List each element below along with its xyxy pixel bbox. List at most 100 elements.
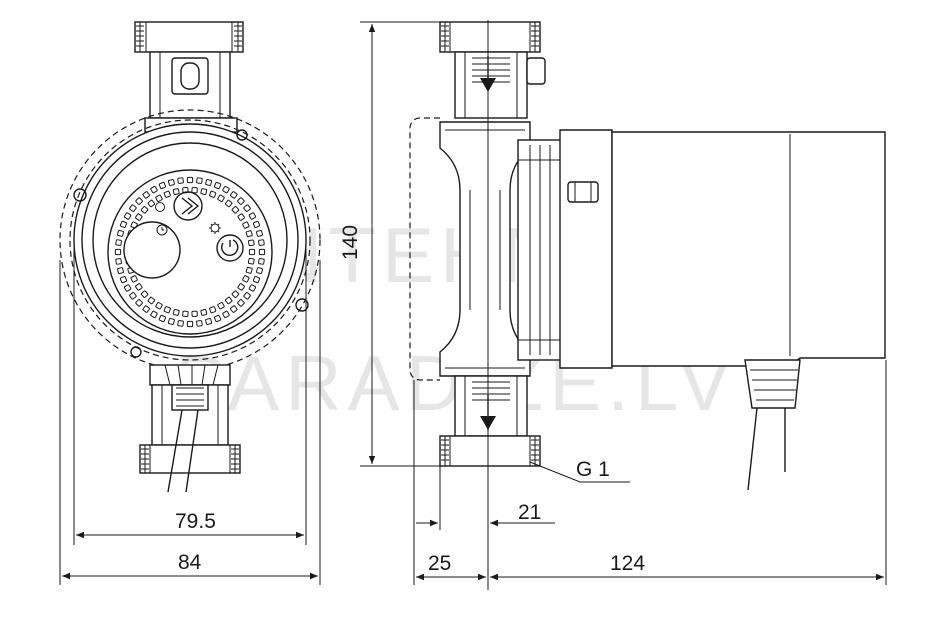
led-segment bbox=[167, 318, 175, 325]
side-view: 140 bbox=[339, 20, 887, 590]
led-segment bbox=[117, 267, 124, 275]
dim-outer-width: 84 bbox=[178, 551, 202, 574]
led-segment bbox=[217, 194, 225, 202]
led-segment bbox=[182, 310, 189, 318]
side-bottom-nut bbox=[439, 375, 541, 467]
led-segment bbox=[115, 239, 122, 246]
led-segment bbox=[209, 190, 217, 198]
led-segment bbox=[247, 239, 255, 247]
led-segment bbox=[135, 197, 143, 205]
led-segment bbox=[247, 257, 255, 265]
clock-icon bbox=[156, 224, 168, 236]
led-segment bbox=[258, 239, 265, 246]
led-segment bbox=[150, 185, 158, 194]
thread-label: G 1 bbox=[576, 458, 610, 481]
led-segment bbox=[135, 213, 143, 221]
led-segment bbox=[200, 308, 208, 316]
led-segment bbox=[252, 276, 261, 284]
led-segment bbox=[117, 229, 124, 237]
led-segment bbox=[140, 290, 149, 298]
led-segment bbox=[140, 206, 149, 214]
motor-flange bbox=[517, 139, 564, 361]
led-segment bbox=[186, 176, 194, 184]
motor-housing bbox=[559, 129, 886, 369]
led-segment bbox=[252, 220, 261, 228]
led-segment bbox=[114, 248, 122, 256]
led-segment bbox=[155, 302, 163, 310]
led-segment bbox=[245, 266, 253, 274]
led-segment bbox=[224, 296, 233, 305]
led-segment bbox=[147, 296, 156, 305]
led-segment bbox=[177, 320, 184, 327]
led-segment bbox=[248, 212, 257, 220]
led-segment bbox=[214, 314, 222, 323]
power-cycle-icon bbox=[216, 234, 244, 262]
led-segment bbox=[163, 306, 171, 314]
led-segment bbox=[191, 310, 198, 318]
led-segment bbox=[186, 320, 194, 328]
housing-outline-inner bbox=[69, 119, 311, 361]
led-segment bbox=[205, 179, 213, 186]
led-segment bbox=[119, 220, 128, 228]
led-segment bbox=[243, 292, 251, 300]
gear-icon bbox=[209, 222, 221, 234]
led-segment bbox=[147, 199, 156, 208]
led-segment bbox=[248, 248, 256, 256]
led-segment bbox=[231, 206, 240, 214]
led-segment bbox=[158, 314, 166, 323]
led-segment bbox=[158, 181, 166, 190]
led-segment bbox=[135, 299, 143, 307]
dim-inner-width: 79.5 bbox=[175, 510, 216, 533]
led-segment bbox=[205, 318, 213, 325]
led-segment bbox=[243, 204, 251, 212]
led-segment bbox=[129, 204, 137, 212]
dim-port-offset: 21 bbox=[518, 501, 541, 524]
led-segment bbox=[224, 199, 233, 208]
led-segment bbox=[119, 276, 128, 284]
led-segment bbox=[177, 177, 184, 184]
led-segment bbox=[209, 306, 217, 314]
mode-arrow-icon bbox=[173, 191, 203, 221]
led-segment bbox=[222, 310, 230, 319]
led-segment bbox=[200, 188, 208, 196]
led-segment bbox=[217, 302, 225, 310]
led-segment bbox=[222, 185, 230, 194]
dim-side-offset: 25 bbox=[428, 552, 451, 575]
led-segment bbox=[237, 299, 245, 307]
led-segment bbox=[245, 230, 253, 238]
led-segment bbox=[167, 179, 175, 186]
dim-height: 140 bbox=[339, 225, 362, 260]
led-segment bbox=[248, 284, 257, 292]
pump-body-pipe bbox=[439, 121, 531, 377]
led-segment bbox=[258, 248, 266, 256]
led-segment bbox=[237, 283, 245, 291]
led-segment bbox=[230, 305, 238, 313]
display-button bbox=[123, 221, 181, 279]
led-segment bbox=[230, 191, 238, 199]
led-segment bbox=[123, 284, 132, 292]
led-segment bbox=[242, 221, 250, 229]
side-top-nut bbox=[439, 21, 546, 119]
led-segment bbox=[142, 191, 150, 199]
led-segment bbox=[237, 197, 245, 205]
led-segment bbox=[256, 229, 263, 237]
led-segment bbox=[172, 188, 180, 196]
led-segment bbox=[115, 258, 122, 265]
led-segment bbox=[196, 177, 203, 184]
side-housing-outline bbox=[409, 117, 440, 381]
led-segment bbox=[258, 258, 265, 265]
led-segment bbox=[172, 308, 180, 316]
led-segment bbox=[129, 292, 137, 300]
front-view: 79.5 84 bbox=[59, 21, 321, 585]
led-segment bbox=[135, 283, 143, 291]
control-panel bbox=[107, 169, 273, 335]
led-segment bbox=[237, 213, 245, 221]
indicator-dot bbox=[155, 202, 165, 212]
led-segment bbox=[242, 275, 250, 283]
led-segment bbox=[150, 310, 158, 319]
led-segment bbox=[256, 267, 263, 275]
led-segment bbox=[155, 194, 163, 202]
led-segment bbox=[123, 212, 132, 220]
bottom-union-nut bbox=[139, 364, 241, 493]
